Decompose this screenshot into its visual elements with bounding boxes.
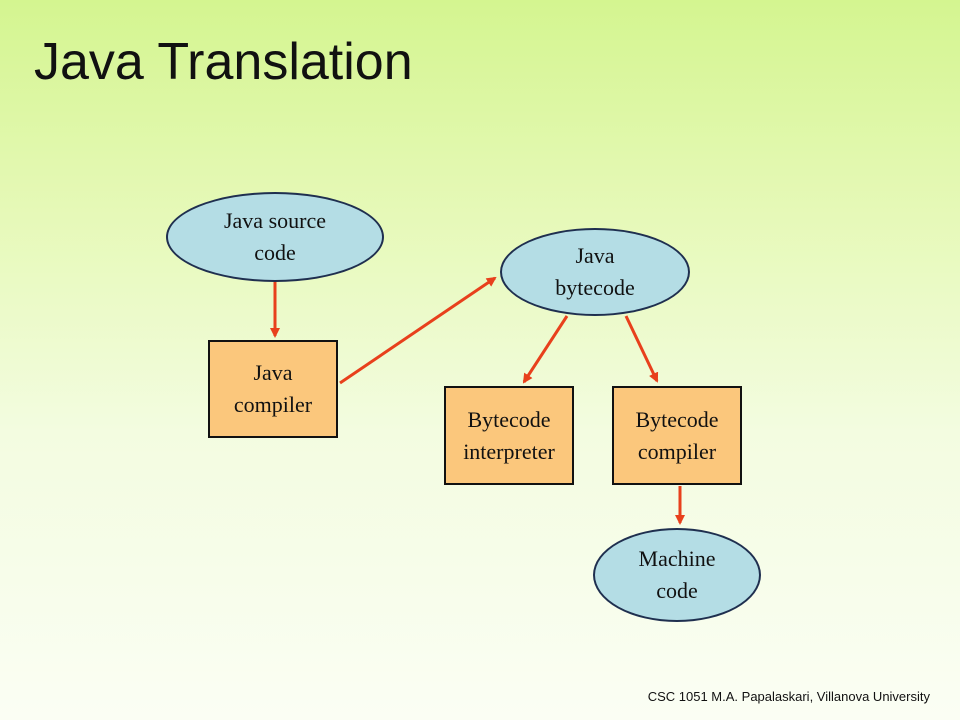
node-java-compiler: Java compiler (208, 340, 338, 438)
node-java-source-code-label: Java source code (223, 208, 326, 265)
node-bytecode-interpreter: Bytecode interpreter (444, 386, 574, 485)
node-java-source-code: Java source code (166, 192, 384, 282)
node-java-bytecode-label: Java bytecode (555, 243, 635, 300)
slide-footer: CSC 1051 M.A. Papalaskari, Villanova Uni… (647, 689, 930, 704)
arrow-bytecode-to-interpreter (522, 315, 569, 384)
node-machine-code: Machine code (593, 528, 761, 622)
node-java-compiler-label: Java compiler (233, 360, 313, 417)
arrow-bytecode-to-bytecode-compiler (624, 315, 659, 383)
node-bytecode-compiler-label: Bytecode compiler (635, 406, 719, 464)
node-machine-code-label: Machine code (638, 546, 716, 603)
node-bytecode-compiler: Bytecode compiler (612, 386, 742, 485)
slide-title: Java Translation (34, 33, 413, 91)
node-java-bytecode: Java bytecode (500, 228, 690, 316)
arrow-compiler-to-bytecode (339, 276, 497, 385)
node-bytecode-interpreter-label: Bytecode interpreter (463, 406, 555, 464)
